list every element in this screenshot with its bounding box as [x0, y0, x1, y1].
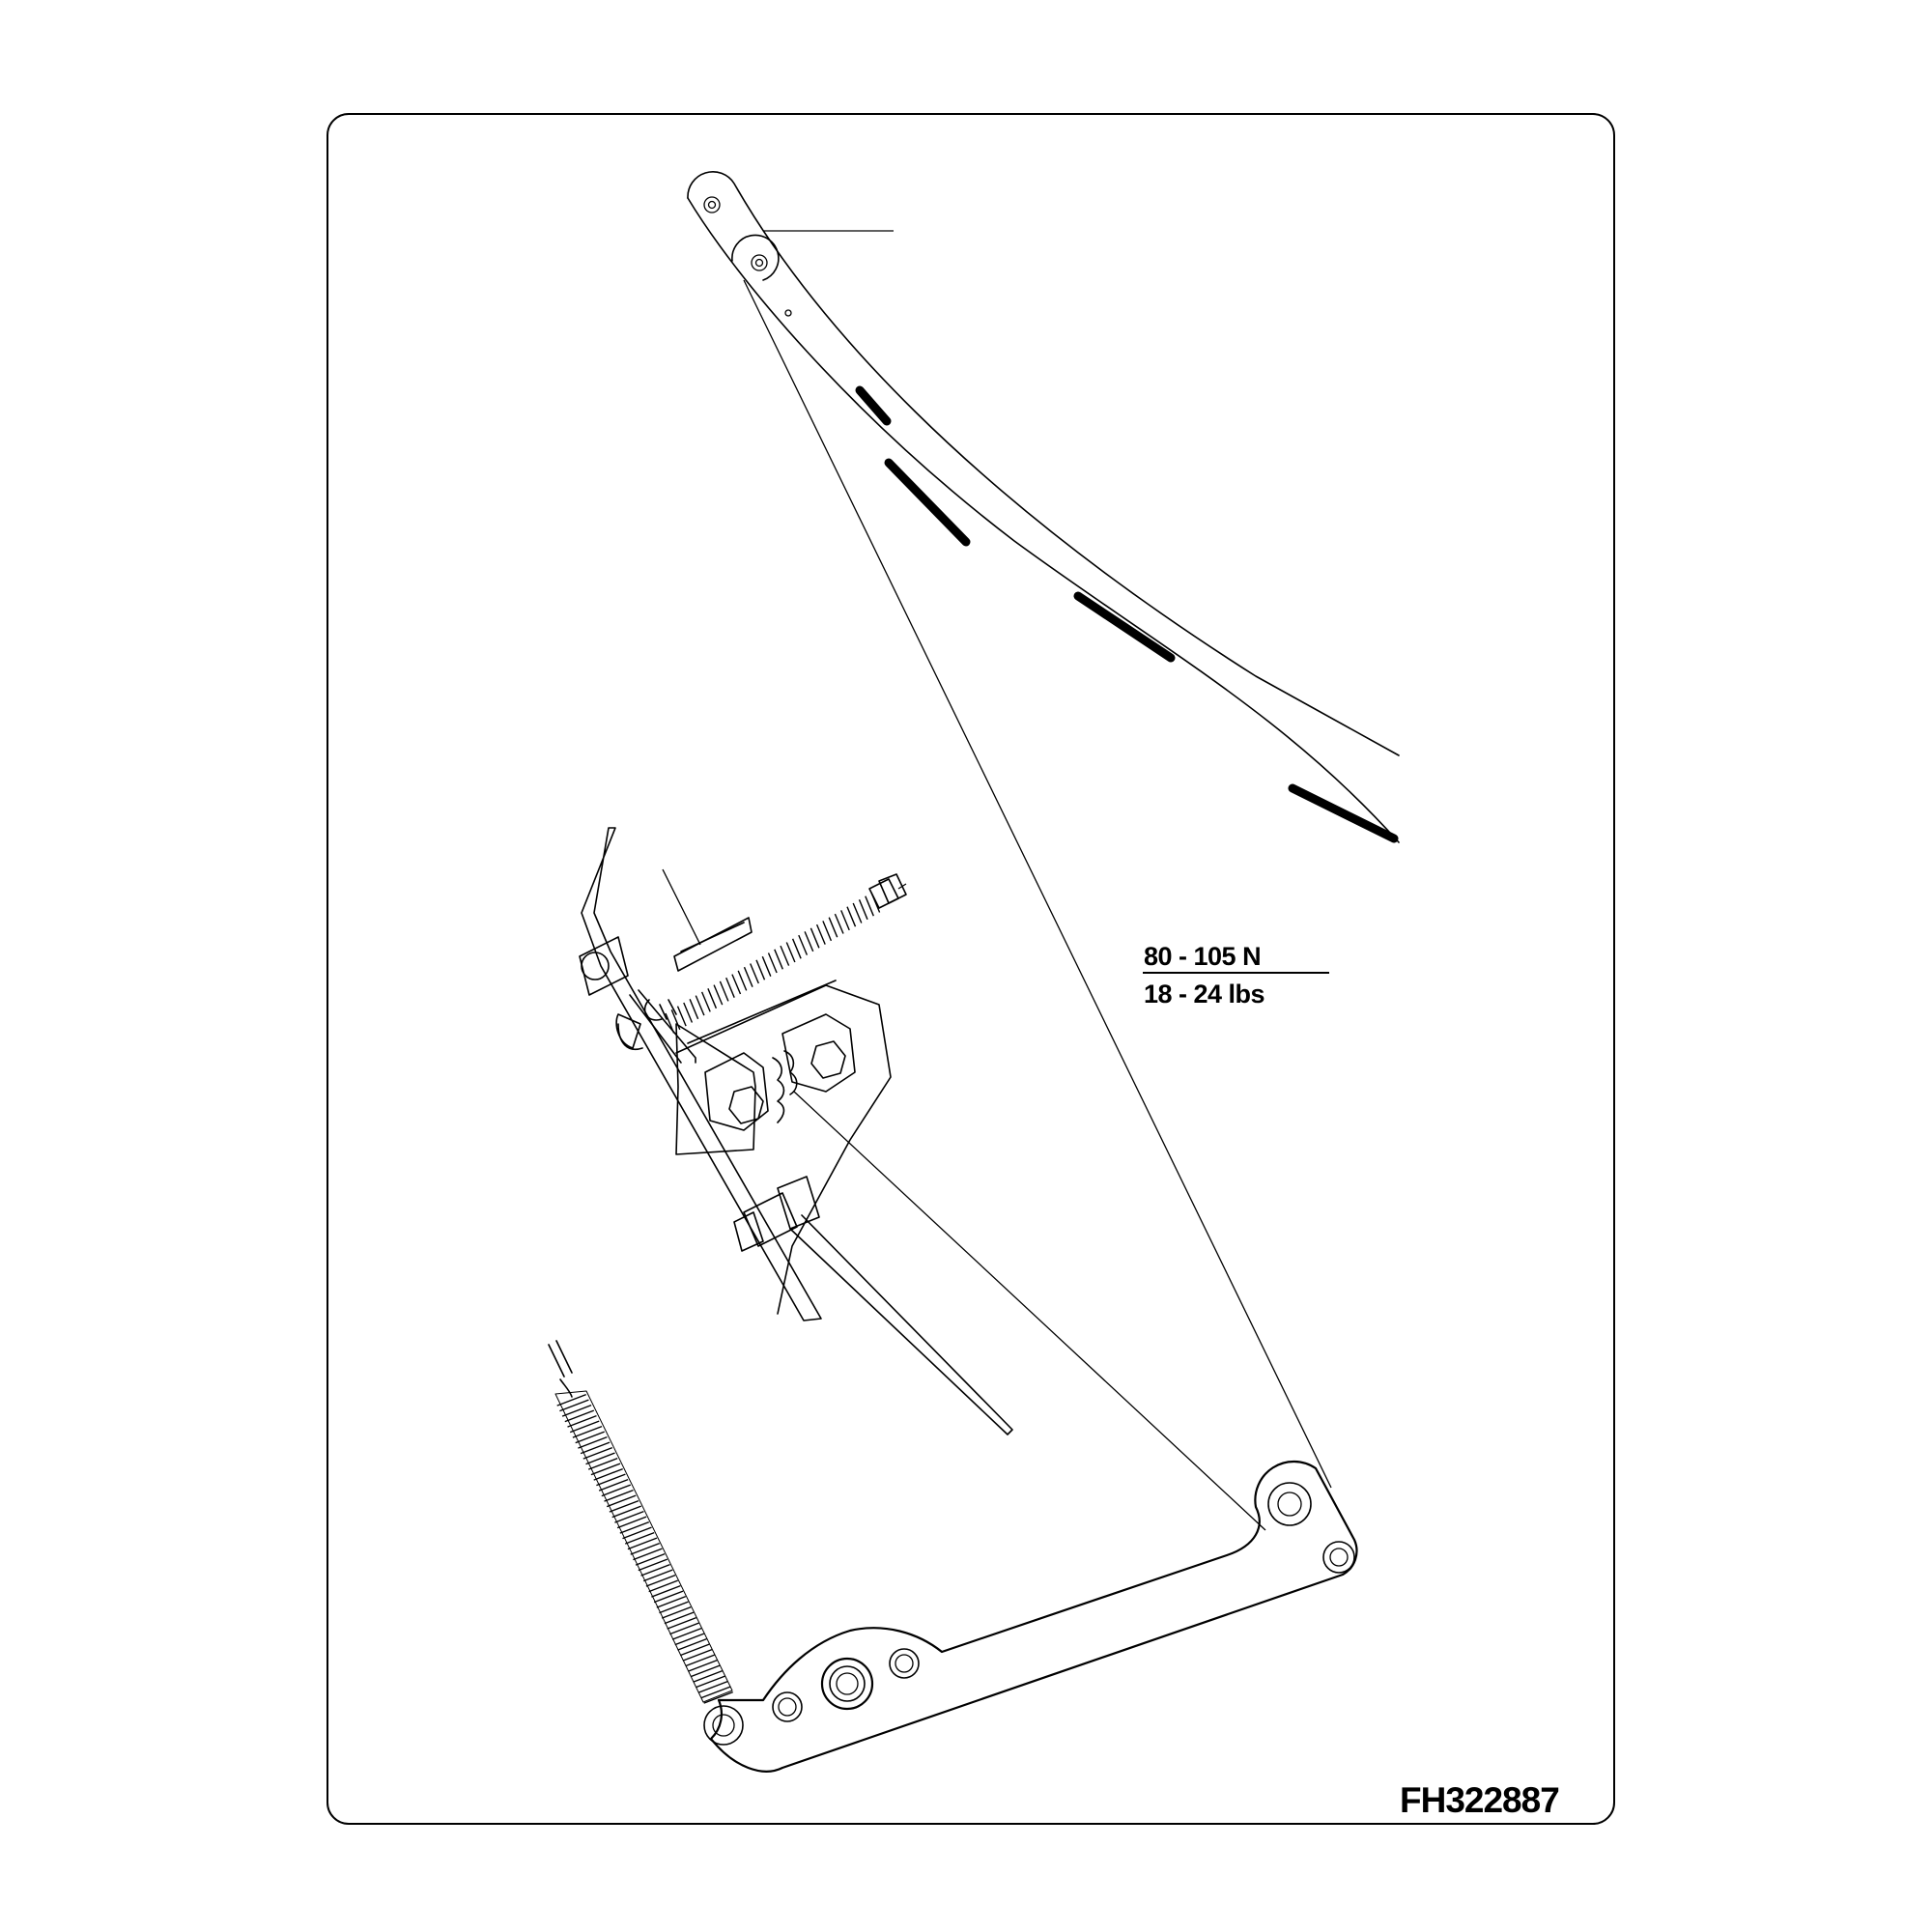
adjuster-spring	[617, 868, 907, 1050]
bracket-mechanism	[579, 827, 1013, 1435]
force-label-divider	[1143, 972, 1329, 974]
upper-curved-arm	[687, 171, 1400, 843]
force-pounds-label: 18 - 24 lbs	[1144, 980, 1265, 1009]
force-newtons-label: 80 - 105 N	[1144, 942, 1262, 971]
leader-line-upper	[662, 868, 701, 946]
control-cable	[743, 279, 1332, 1489]
adjustment-marks	[855, 385, 1399, 843]
drawing-frame	[327, 113, 1615, 1825]
tension-spring	[548, 1340, 733, 1704]
drawing-number: FH322887	[1400, 1780, 1560, 1820]
lower-lever-arm	[703, 1460, 1358, 1773]
linkage-cable	[793, 1091, 1266, 1531]
